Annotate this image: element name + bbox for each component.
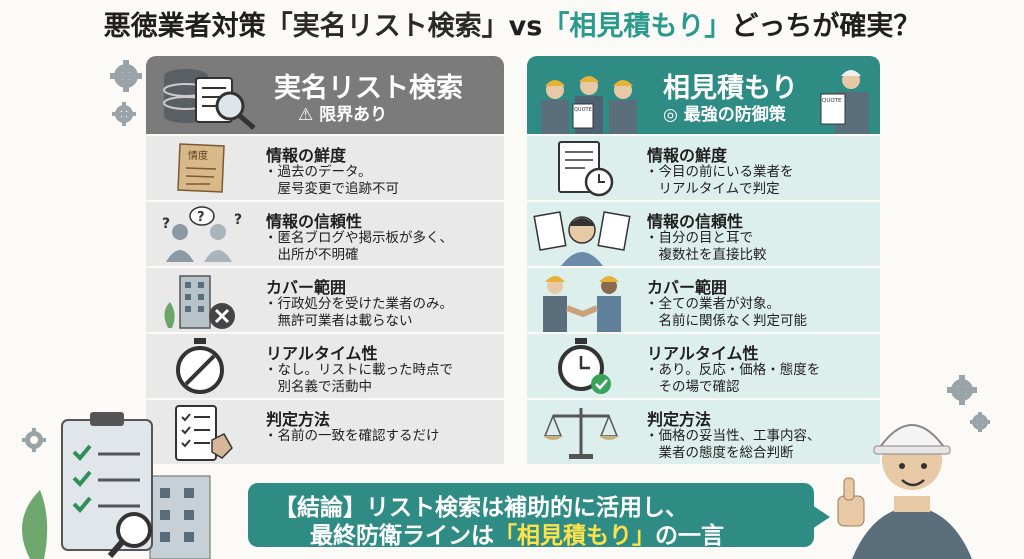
row-desc: ・匿名ブログや掲示板が多く、 出所が不明確 [264, 230, 453, 263]
person-listening-icon [533, 211, 631, 266]
title-right-quote: 「相見積もり」 [542, 11, 732, 42]
conclusion-highlight: 「相見積もり」 [494, 523, 655, 549]
row-desc: ・過去のデータ。 屋号変更で追跡不可 [264, 164, 399, 197]
speech-bubble-tail [812, 505, 830, 529]
svg-text:?: ? [234, 212, 242, 228]
row-desc: ・自分の目と耳で 複数社を直接比較 [645, 230, 767, 263]
title-post: どっちが確実？ [731, 11, 921, 42]
gears-icon [110, 60, 142, 126]
stopwatch-no-icon [176, 338, 224, 394]
svg-text:QUOTE: QUOTE [822, 98, 842, 104]
stopwatch-check-icon [558, 338, 611, 394]
list-item-method: 判定方法 ・価格の妥当性、工事内容、 業者の態度を総合判断 [527, 400, 880, 464]
old-paper-icon: 情度 [177, 143, 225, 193]
list-search-header: 実名リスト検索 ⚠ 限界あり [146, 56, 504, 134]
row-title: 判定方法 [647, 410, 712, 429]
conclusion-banner: 【結論】リスト検索は補助的に活用し、 最終防衛ラインは「相見積もり」の一言 [248, 483, 814, 549]
row-title: 情報の鮮度 [266, 146, 347, 165]
row-title: 情報の信頼性 [647, 212, 744, 231]
handshake-workers-icon [543, 276, 621, 332]
list-item-coverage: カバー範囲 ・行政処分を受けた業者のみ。 無許可業者は載らない [146, 268, 504, 332]
list-search-title: 実名リスト検索 [274, 73, 463, 104]
svg-text:?: ? [197, 210, 205, 225]
list-item-realtime: リアルタイム性 ・あり。反応・価格・態度を その場で確認 [527, 334, 880, 398]
list-item-coverage: カバー範囲 ・全ての業者が対象。 名前に関係なく判定可能 [527, 268, 880, 332]
conclusion-line-2: 最終防衛ラインは「相見積もり」の一言 [310, 523, 724, 549]
quote-title: 相見積もり [663, 73, 798, 104]
title-left-quote: 「実名リスト検索」 [265, 11, 509, 42]
gears-icon [947, 375, 990, 432]
confused-people-icon: ? ? ? [162, 206, 242, 262]
list-item-reliability: ? ? ? 情報の信頼性 ・匿名ブログや掲示板が多く、 出所が不明確 [146, 202, 504, 266]
worker-holding-quote-icon: QUOTE [820, 70, 869, 134]
title-vs: vs [508, 11, 543, 42]
row-title: リアルタイム性 [647, 344, 759, 363]
list-item-realtime: リアルタイム性 ・なし。リストに載った時点で 別名義で活動中 [146, 334, 504, 398]
quote-subtitle: ◎ 最強の防御策 [663, 105, 786, 125]
worker-thumbs-up-icon [837, 424, 972, 559]
quote-column: QUOTE 相見積もり ◎ 最強の防御策 QUOTE 情報の鮮度 ・今目の前にい… [527, 56, 880, 464]
database-search-icon [163, 69, 256, 130]
title-pre: 悪徳業者対策 [103, 11, 266, 42]
workers-group-icon: QUOTE [541, 76, 637, 134]
row-title: 情報の信頼性 [266, 212, 363, 231]
list-item-freshness: 情度 情報の鮮度 ・過去のデータ。 屋号変更で追跡不可 [146, 136, 504, 200]
row-desc: ・行政処分を受けた業者のみ。 無許可業者は載らない [264, 296, 453, 329]
clipboard-illustration-icon [22, 412, 211, 559]
row-desc: ・今目の前にいる業者を リアルタイムで判定 [645, 164, 794, 197]
list-search-subtitle: ⚠ 限界あり [298, 105, 388, 125]
document-clock-icon [558, 141, 614, 197]
conclusion-line-1: 【結論】リスト検索は補助的に活用し、 [274, 495, 688, 521]
quote-header: QUOTE 相見積もり ◎ 最強の防御策 QUOTE [527, 56, 880, 134]
page-title: 悪徳業者対策「実名リスト検索」vs「相見積もり」どっちが確実？ [0, 4, 1024, 43]
list-item-freshness: 情報の鮮度 ・今目の前にいる業者を リアルタイムで判定 [527, 136, 880, 200]
svg-text:QUOTE: QUOTE [574, 107, 592, 113]
row-desc: ・なし。リストに載った時点で 別名義で活動中 [264, 362, 453, 395]
checklist-icon [175, 405, 233, 461]
building-x-icon [164, 275, 235, 329]
scales-icon [543, 408, 619, 459]
row-title: カバー範囲 [266, 278, 347, 297]
row-title: カバー範囲 [647, 278, 728, 297]
list-item-reliability: 情報の信頼性 ・自分の目と耳で 複数社を直接比較 [527, 202, 880, 266]
row-desc: ・名前の一致を確認するだけ [264, 428, 440, 444]
row-title: 判定方法 [266, 410, 331, 429]
row-desc: ・あり。反応・価格・態度を その場で確認 [645, 362, 821, 395]
row-desc: ・価格の妥当性、工事内容、 業者の態度を総合判断 [645, 428, 821, 461]
list-item-method: 判定方法 ・名前の一致を確認するだけ [146, 400, 504, 464]
row-title: リアルタイム性 [266, 344, 378, 363]
svg-text:情度: 情度 [188, 149, 208, 162]
svg-text:?: ? [162, 216, 170, 232]
list-search-column: 実名リスト検索 ⚠ 限界あり 情度 情報の鮮度 ・過去のデータ。 屋号変更で追跡… [146, 56, 504, 464]
row-title: 情報の鮮度 [647, 146, 728, 165]
row-desc: ・全ての業者が対象。 名前に関係なく判定可能 [645, 296, 807, 329]
